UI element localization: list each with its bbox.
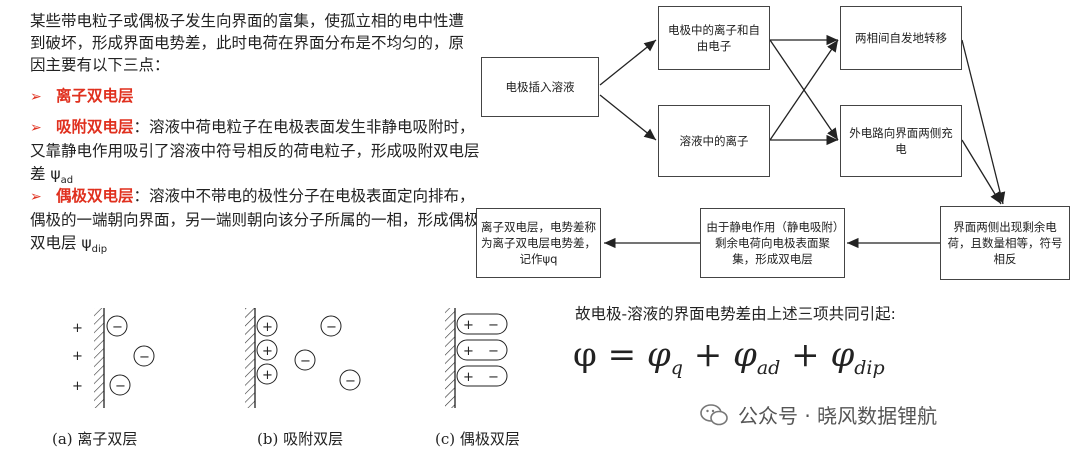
bullet-subscript: ad [60, 175, 74, 187]
svg-text:−: − [488, 344, 499, 359]
svg-text:+: + [463, 370, 474, 385]
watermark-text: 公众号 · 晓风数据锂航 [738, 404, 938, 428]
bullet-head: 偶极双电层 [56, 187, 134, 205]
bullet-text: ：溶液中不带电的极性分子在电极表面定向排布，偶极的一端朝向界面，另一端则朝向该分… [30, 187, 480, 252]
formula-term-dip: φ [830, 335, 855, 375]
box-electrostatic-gathering: 由于静电作用（静电吸附）剩余电荷向电极表面聚集，形成双电层 [700, 208, 845, 278]
svg-text:+: + [72, 379, 83, 394]
box-residual-charge: 界面两侧出现剩余电荷，且数量相等，符号相反 [940, 206, 1070, 280]
bullet-adsorption-layer: ➢ 吸附双电层：溶液中荷电粒子在电极表面发生非静电吸附时，又靠静电作用吸引了溶液中… [30, 116, 480, 192]
bullet-ion-layer: ➢ 离子双电层 [30, 85, 480, 109]
bullet-head: 离子双电层 [56, 87, 134, 105]
svg-text:−: − [300, 354, 311, 369]
formula-sub-ad: ad [756, 356, 781, 379]
sketch-dipole-layer: +− +− +− [445, 308, 508, 408]
box-electrode-ions: 电极中的离子和自由电子 [658, 6, 770, 70]
arrow-marker-icon: ➢ [30, 120, 42, 136]
caption-adsorption-layer: (b) 吸附双层 [257, 430, 344, 448]
svg-text:+: + [463, 344, 474, 359]
box-ion-double-layer: 离子双电层，电势差称为离子双电层电势差，记作ψq [476, 208, 601, 278]
svg-text:−: − [345, 374, 356, 389]
potential-formula: φ = φq + φad + φdip [573, 335, 885, 379]
sketch-adsorption-layer: + + + − − − [245, 308, 361, 408]
formula-equals: = [596, 335, 647, 375]
svg-text:−: − [326, 320, 337, 335]
formula-plus: + [780, 335, 831, 375]
watermark: 公众号 · 晓风数据锂航 [700, 400, 937, 429]
box-spontaneous-transfer: 两相间自发地转移 [840, 6, 962, 70]
svg-text:−: − [488, 318, 499, 333]
arrow-marker-icon: ➢ [30, 89, 42, 105]
formula-term-ad: φ [733, 335, 757, 375]
box-solution-ions: 溶液中的离子 [658, 105, 770, 177]
wechat-icon [700, 403, 728, 425]
caption-ion-layer: (a) 离子双层 [52, 430, 138, 448]
bullet-head: 吸附双电层 [56, 118, 134, 136]
svg-text:−: − [112, 320, 123, 335]
bullet-subscript: dip [91, 244, 108, 256]
formula-term-q: φ [646, 335, 671, 375]
box-external-charging: 外电路向界面两侧充电 [840, 105, 962, 177]
svg-text:+: + [262, 320, 273, 335]
bullet-dipole-layer: ➢ 偶极双电层：溶液中不带电的极性分子在电极表面定向排布，偶极的一端朝向界面，另一… [30, 185, 480, 261]
svg-text:+: + [262, 368, 273, 383]
svg-text:+: + [262, 344, 273, 359]
conclusion-text: 故电极-溶液的界面电势差由上述三项共同引起: [575, 305, 896, 323]
svg-text:+: + [72, 321, 83, 336]
caption-dipole-layer: (c) 偶极双层 [435, 430, 520, 448]
intro-paragraph: 某些带电粒子或偶极子发生向界面的富集，使孤立相的电中性遭到破坏，形成界面电势差，… [30, 12, 465, 74]
formula-phi: φ [573, 335, 597, 375]
sketch-ion-layer: + + + − − − [72, 308, 155, 408]
formula-sub-q: q [670, 356, 683, 379]
svg-text:−: − [488, 370, 499, 385]
formula-sub-dip: dip [854, 356, 885, 379]
box-electrode-insert: 电极插入溶液 [481, 57, 599, 117]
svg-text:+: + [463, 318, 474, 333]
formula-plus: + [682, 335, 734, 375]
bullet-text: ：溶液中荷电粒子在电极表面发生非静电吸附时，又靠静电作用吸引了溶液中符号相反的荷… [30, 118, 480, 183]
svg-text:−: − [139, 350, 150, 365]
svg-text:−: − [115, 379, 126, 394]
arrow-marker-icon: ➢ [30, 189, 42, 205]
double-layer-sketches: +++ − − − + + + − − − +− +− +− [72, 308, 508, 408]
svg-text:+: + [72, 349, 83, 364]
